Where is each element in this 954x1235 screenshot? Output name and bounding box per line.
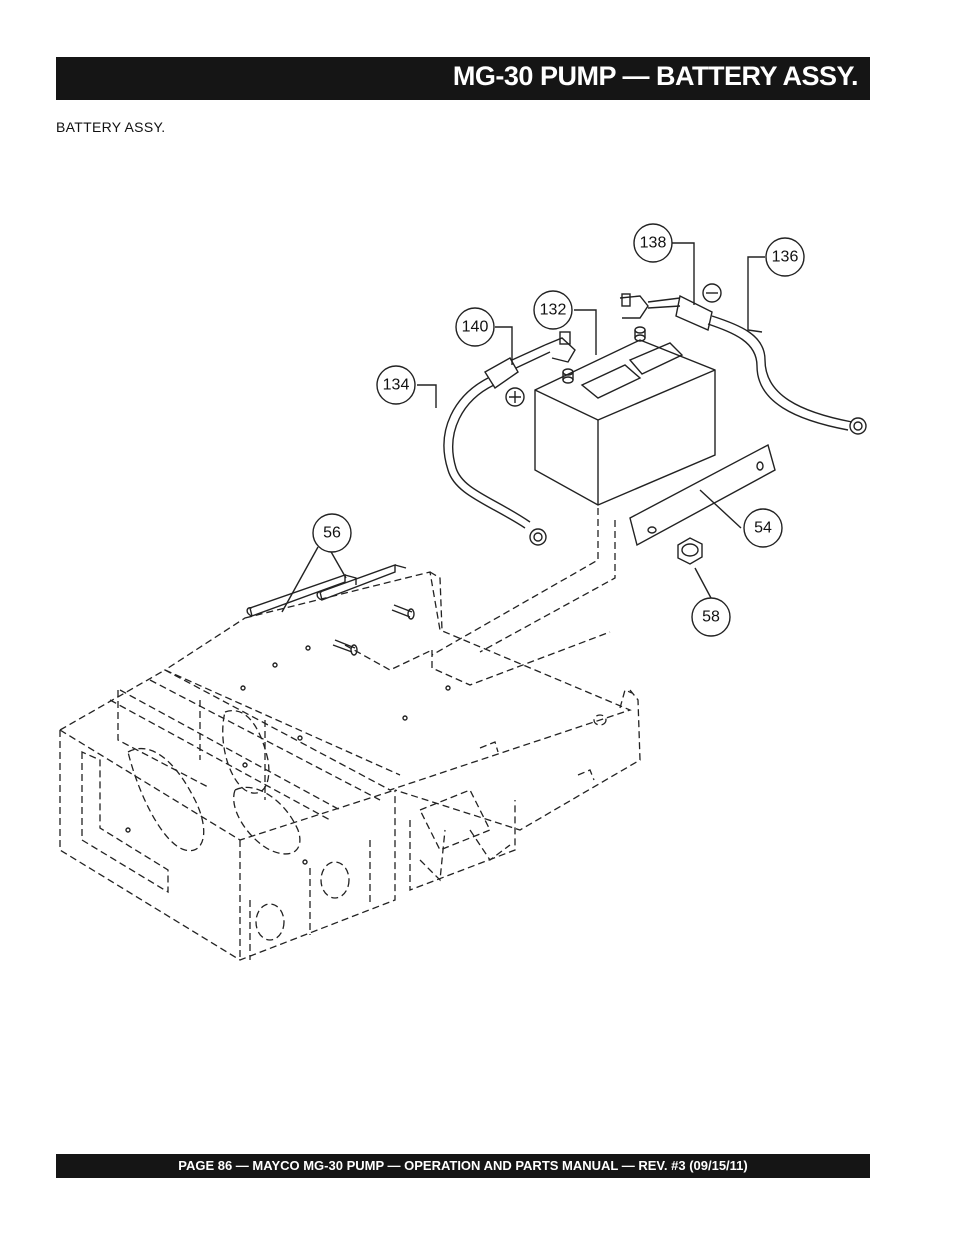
assembly-line-battery xyxy=(431,508,599,656)
callout-54: 54 xyxy=(743,508,783,548)
footer-text: PAGE 86 — MAYCO MG-30 PUMP — OPERATION A… xyxy=(178,1158,748,1173)
callout-58: 58 xyxy=(691,597,731,637)
svg-text:140: 140 xyxy=(462,319,489,336)
callout-56: 56 xyxy=(312,513,352,553)
svg-text:134: 134 xyxy=(383,377,410,394)
page-footer: PAGE 86 — MAYCO MG-30 PUMP — OPERATION A… xyxy=(56,1154,870,1178)
callout-134: 134 xyxy=(376,365,416,405)
svg-text:136: 136 xyxy=(772,249,799,266)
page-header: MG-30 PUMP — BATTERY ASSY. xyxy=(56,57,870,100)
svg-text:56: 56 xyxy=(323,525,341,542)
hex-nut xyxy=(677,537,703,565)
assembly-line-plate xyxy=(479,520,616,653)
battery xyxy=(534,326,716,506)
svg-text:58: 58 xyxy=(702,609,720,626)
section-label: BATTERY ASSY. xyxy=(56,119,166,135)
svg-text:138: 138 xyxy=(640,235,667,252)
hold-down-rods xyxy=(246,564,415,656)
page-title: MG-30 PUMP — BATTERY ASSY. xyxy=(452,61,859,91)
negative-cable xyxy=(619,293,867,435)
svg-text:54: 54 xyxy=(754,520,772,537)
positive-symbol xyxy=(505,387,525,407)
callout-132: 132 xyxy=(533,290,573,330)
frame-phantom xyxy=(59,571,641,961)
hold-down-plate xyxy=(629,443,776,547)
positive-cable xyxy=(443,331,576,546)
callout-138: 138 xyxy=(633,223,673,263)
callout-140: 140 xyxy=(455,307,495,347)
callout-136: 136 xyxy=(765,237,805,277)
negative-symbol xyxy=(702,283,722,303)
leader-lines xyxy=(281,242,765,613)
svg-text:132: 132 xyxy=(540,302,567,319)
